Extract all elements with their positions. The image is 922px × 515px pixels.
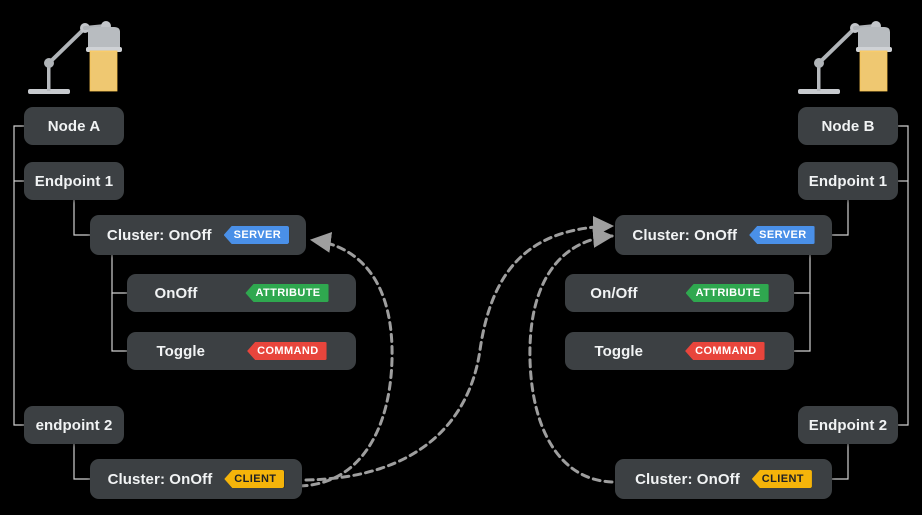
left-cluster-server-label: Cluster: OnOff bbox=[106, 226, 212, 244]
right-attribute-label: On/Off bbox=[590, 284, 638, 302]
right-command-label: Toggle bbox=[594, 342, 644, 360]
left-attribute-badge: ATTRIBUTE bbox=[245, 284, 329, 302]
left-cluster-client-box[interactable]: Cluster: OnOff CLIENT bbox=[90, 459, 302, 499]
left-attribute-label: OnOff bbox=[154, 284, 198, 302]
right-endpoint-2-box[interactable]: Endpoint 2 bbox=[798, 406, 898, 444]
right-endpoint-1-box[interactable]: Endpoint 1 bbox=[798, 162, 898, 200]
left-client-badge: CLIENT bbox=[224, 470, 285, 488]
right-cluster-server-box[interactable]: Cluster: OnOff SERVER bbox=[615, 215, 832, 255]
left-attribute-box[interactable]: OnOff ATTRIBUTE bbox=[127, 274, 356, 312]
right-attribute-box[interactable]: On/Off ATTRIBUTE bbox=[565, 274, 794, 312]
left-cluster-server-box[interactable]: Cluster: OnOff SERVER bbox=[90, 215, 306, 255]
left-command-box[interactable]: Toggle COMMAND bbox=[127, 332, 356, 370]
left-command-badge: COMMAND bbox=[247, 342, 327, 360]
node-b-label: Node B bbox=[821, 117, 875, 135]
right-cluster-server-label: Cluster: OnOff bbox=[632, 226, 738, 244]
left-endpoint-1-box[interactable]: Endpoint 1 bbox=[24, 162, 124, 200]
right-cluster-client-box[interactable]: Cluster: OnOff CLIENT bbox=[615, 459, 832, 499]
left-endpoint-1-label: Endpoint 1 bbox=[34, 172, 114, 190]
left-server-badge: SERVER bbox=[223, 226, 290, 244]
node-a-label: Node A bbox=[47, 117, 101, 135]
node-b-box[interactable]: Node B bbox=[798, 107, 898, 145]
right-server-badge: SERVER bbox=[749, 226, 815, 244]
left-endpoint-2-label: endpoint 2 bbox=[35, 416, 113, 434]
right-endpoint-2-label: Endpoint 2 bbox=[808, 416, 888, 434]
left-cluster-client-label: Cluster: OnOff bbox=[107, 470, 213, 488]
desk-lamp-icon-right bbox=[798, 21, 892, 94]
left-endpoint-2-box[interactable]: endpoint 2 bbox=[24, 406, 124, 444]
right-endpoint-1-label: Endpoint 1 bbox=[808, 172, 888, 190]
right-cluster-client-label: Cluster: OnOff bbox=[635, 470, 740, 488]
right-client-badge: CLIENT bbox=[751, 470, 812, 488]
right-command-badge: COMMAND bbox=[685, 342, 765, 360]
desk-lamp-icon-left bbox=[28, 21, 122, 94]
right-attribute-badge: ATTRIBUTE bbox=[685, 284, 769, 302]
right-command-box[interactable]: Toggle COMMAND bbox=[565, 332, 794, 370]
node-a-box[interactable]: Node A bbox=[24, 107, 124, 145]
left-command-label: Toggle bbox=[156, 342, 206, 360]
